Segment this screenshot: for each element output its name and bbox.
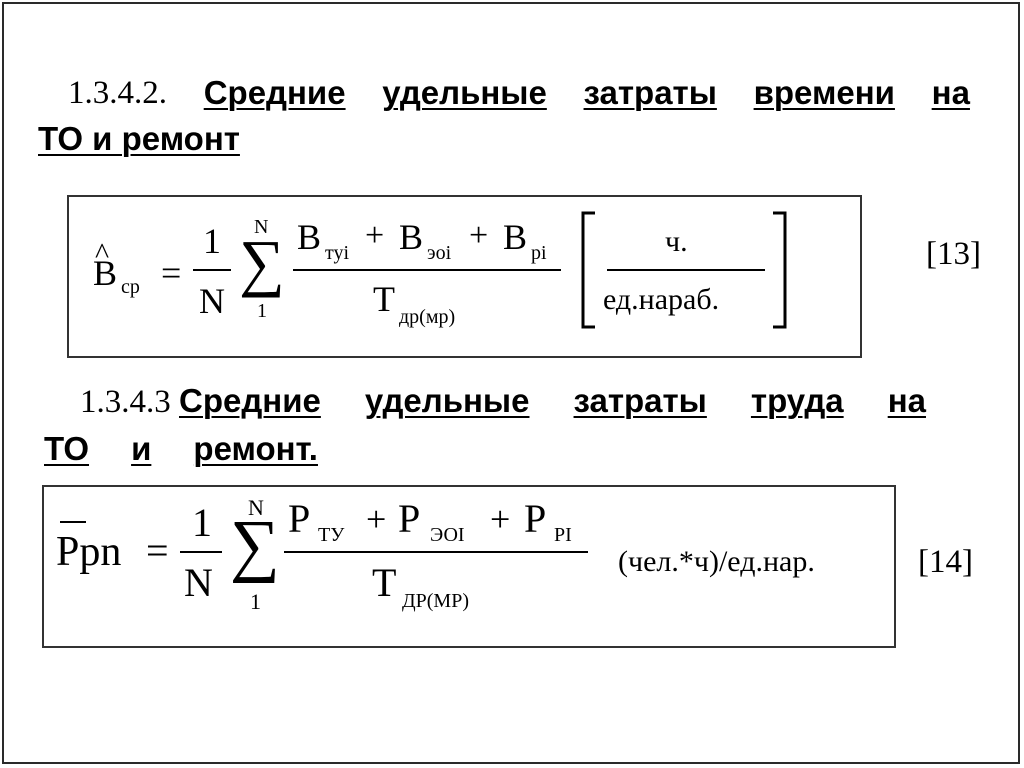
heading-word: на: [931, 74, 970, 111]
plus-sign: +: [365, 217, 385, 254]
section-number: 1.3.4.3: [80, 384, 171, 420]
heading-word: и: [131, 430, 152, 467]
equals-sign: =: [161, 253, 182, 293]
heading-word: затраты: [573, 382, 707, 419]
heading-section-1-3-4-2: 1.3.4.2. Средние удельные затраты времен…: [68, 72, 970, 114]
equals-sign: =: [146, 528, 169, 573]
heading-word: труда: [750, 382, 844, 419]
hat-accent: ^: [95, 237, 110, 270]
numerator-term-subscript: pi: [531, 242, 547, 264]
denominator-symbol: T: [373, 279, 395, 319]
numerator-term-subscript: PI: [554, 524, 572, 546]
numerator-term-symbol: B: [503, 217, 528, 257]
lhs-overbar: [60, 521, 86, 523]
sum-icon: ∑: [239, 227, 285, 298]
heading-section-1-3-4-3: 1.3.4.3 Средние удельные затраты труда н…: [80, 380, 926, 423]
plus-sign: +: [469, 217, 489, 254]
unit-denominator: ед.нараб.: [603, 283, 720, 316]
plus-sign: +: [490, 499, 511, 539]
numerator-term-subscript: ЭОI: [430, 524, 465, 546]
heading-word: на: [887, 382, 926, 419]
heading-word: времени: [753, 74, 895, 111]
heading-word: ТО: [44, 430, 90, 467]
equation-number-13: [13]: [926, 236, 981, 272]
unit-fraction-bar: [607, 269, 765, 271]
coef-denominator: N: [199, 281, 225, 321]
heading-section-1-3-4-2-line2: ТО и ремонт: [38, 118, 240, 161]
formula-14-box: Ppn = 1 N N ∑ 1 P ТУ + P ЭОI + P PI T ДР…: [42, 485, 896, 648]
numerator-term-subscript: ТУ: [318, 524, 345, 546]
left-bracket-icon: [581, 211, 595, 329]
sum-upper-limit: N: [248, 495, 264, 520]
lhs-symbol: Ppn: [56, 529, 122, 575]
coef-numerator: 1: [203, 221, 221, 261]
heading-word: ремонт.: [193, 430, 318, 467]
heading-section-1-3-4-3-line2: ТО и ремонт.: [44, 428, 318, 470]
numerator-term-symbol: B: [399, 217, 424, 257]
sum-lower-limit: 1: [257, 300, 267, 322]
lhs-symbol: B: [93, 253, 118, 293]
heading-line: ТО и ремонт: [38, 120, 240, 157]
sum-icon: ∑: [230, 507, 280, 584]
coef-numerator: 1: [192, 500, 212, 545]
coef-denominator: N: [184, 560, 213, 605]
numerator-term-subscript: туi: [325, 242, 350, 264]
main-fraction-bar: [293, 269, 561, 271]
main-fraction-bar: [284, 551, 588, 553]
sum-lower-limit: 1: [250, 589, 261, 614]
coef-fraction-bar: [180, 551, 222, 553]
section-number: 1.3.4.2.: [68, 75, 167, 111]
heading-word: затраты: [583, 74, 717, 111]
numerator-term-symbol: P: [288, 496, 311, 541]
numerator-term-symbol: P: [524, 496, 547, 541]
denominator-subscript: ДР(МР): [402, 590, 469, 612]
heading-word: Средние: [203, 74, 346, 111]
formula-13-box: ^ B ср = 1 N N ∑ 1 B туi + B эоi + B pi …: [67, 195, 862, 358]
denominator-subscript: др(мр): [399, 306, 456, 328]
equation-number-14: [14]: [918, 544, 973, 580]
heading-word: удельные: [382, 74, 547, 111]
denominator-symbol: T: [372, 560, 397, 605]
numerator-term-symbol: B: [297, 217, 322, 257]
unit-numerator: ч.: [665, 225, 688, 258]
section-number-group: 1.3.4.3 Средние: [80, 380, 321, 423]
sum-upper-limit: N: [254, 216, 269, 238]
plus-sign: +: [366, 499, 387, 539]
right-bracket-icon: [773, 211, 787, 329]
lhs-subscript: ср: [121, 276, 140, 298]
numerator-term-symbol: P: [398, 496, 421, 541]
numerator-term-subscript: эоi: [427, 242, 452, 264]
heading-word: Средние: [179, 382, 321, 419]
unit-label: (чел.*ч)/ед.нар.: [618, 545, 815, 578]
heading-word: удельные: [364, 382, 530, 419]
coef-fraction-bar: [193, 269, 231, 271]
